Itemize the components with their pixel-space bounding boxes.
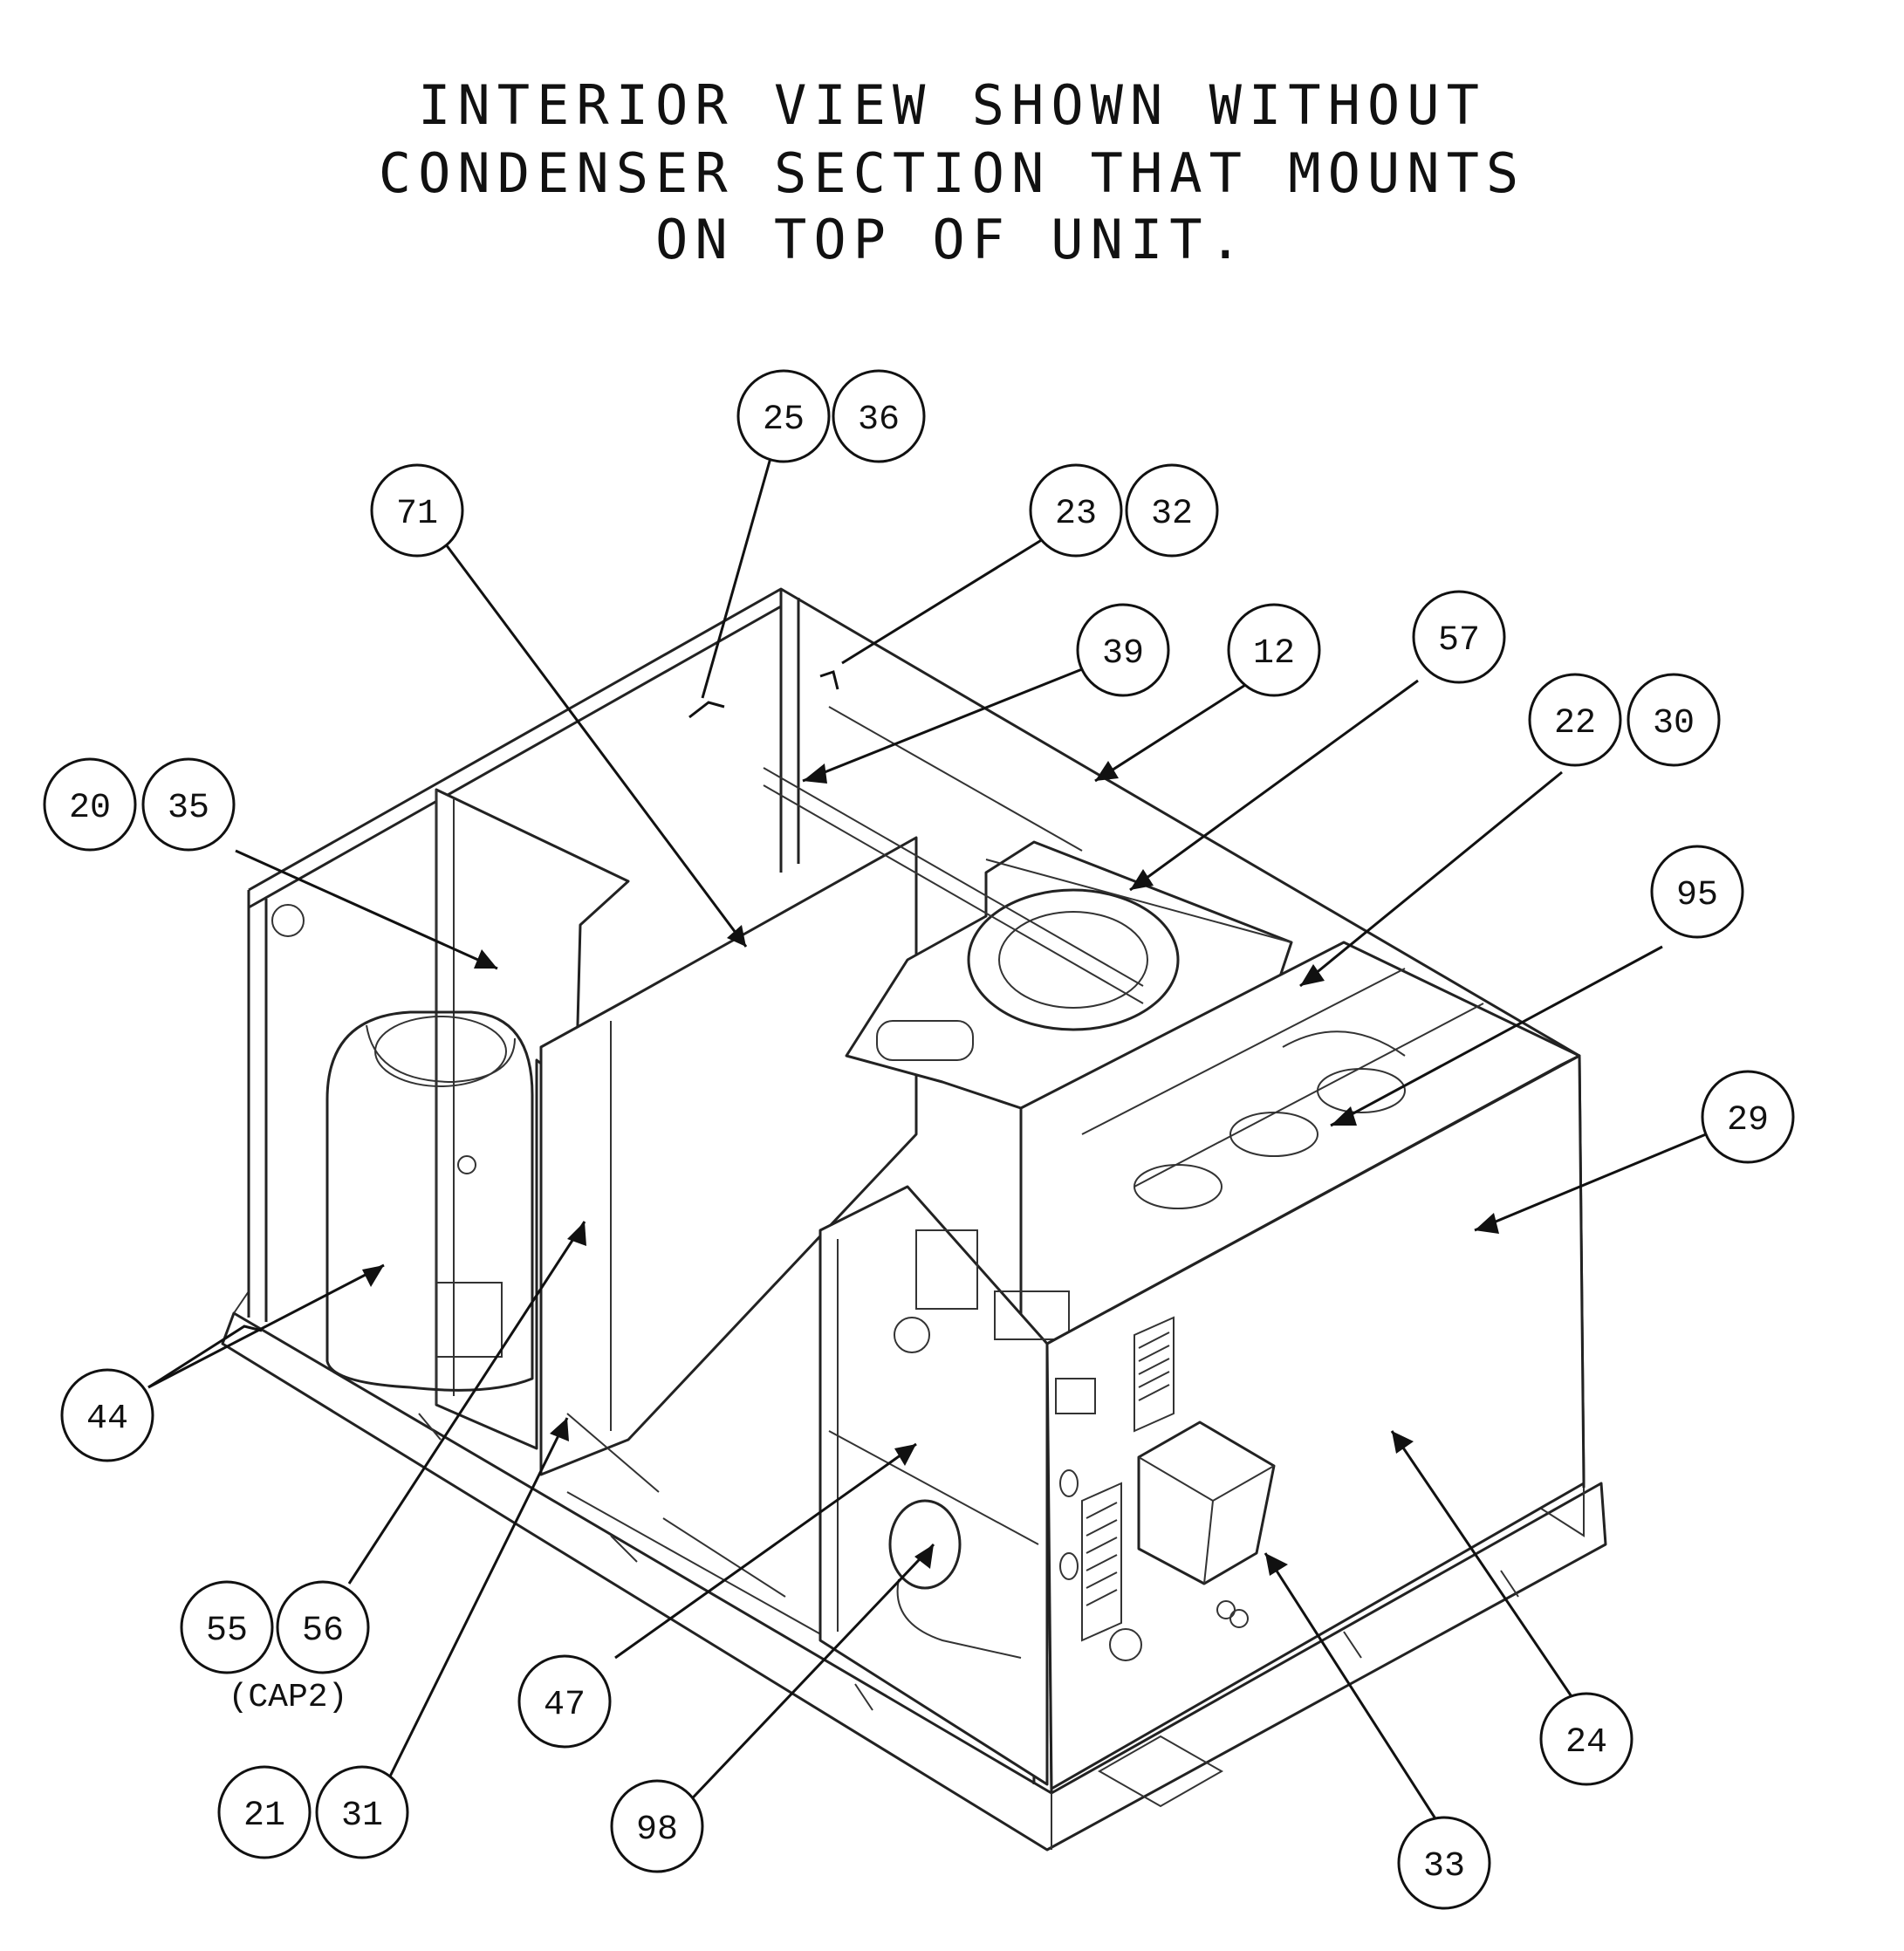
svg-text:20: 20 [69, 789, 111, 828]
svg-text:95: 95 [1676, 876, 1718, 915]
svg-text:24: 24 [1565, 1723, 1607, 1763]
callout-23: 23 [1029, 463, 1123, 558]
svg-text:71: 71 [396, 495, 438, 534]
svg-text:25: 25 [763, 400, 805, 440]
svg-text:44: 44 [86, 1400, 128, 1439]
callout-32: 32 [1125, 463, 1219, 558]
callout-36: 36 [832, 369, 926, 463]
control-compartment [818, 1185, 1070, 1786]
svg-text:30: 30 [1653, 704, 1695, 743]
callout-31: 31 [315, 1765, 409, 1859]
callout-33: 33 [1397, 1816, 1491, 1910]
leader-lines [147, 457, 1707, 1833]
callout-21: 21 [217, 1765, 312, 1859]
callout-22: 22 [1528, 673, 1622, 767]
callout-25: 25 [736, 369, 831, 463]
title-line-3: ON TOP OF UNIT. [655, 208, 1249, 271]
callout-98: 98 [610, 1779, 704, 1873]
callout-56: 56 [276, 1580, 370, 1674]
svg-text:31: 31 [341, 1797, 383, 1836]
callout-47: 47 [517, 1654, 612, 1749]
svg-text:21: 21 [243, 1797, 285, 1836]
callout-20: 20 [43, 757, 137, 852]
callout-39: 39 [1076, 603, 1170, 697]
callout-71: 71 [370, 463, 464, 558]
svg-text:98: 98 [636, 1811, 678, 1850]
svg-text:33: 33 [1423, 1847, 1465, 1886]
svg-text:32: 32 [1151, 495, 1193, 534]
callout-24: 24 [1539, 1692, 1633, 1786]
svg-text:56: 56 [302, 1612, 344, 1651]
callout-95: 95 [1650, 845, 1744, 939]
callout-12: 12 [1227, 603, 1321, 697]
cabinet-base [221, 1290, 1607, 1852]
svg-text:12: 12 [1253, 634, 1295, 674]
callout-30: 30 [1627, 673, 1721, 767]
callout-29: 29 [1701, 1070, 1795, 1164]
svg-text:36: 36 [858, 400, 900, 440]
callout-44: 44 [60, 1368, 154, 1462]
svg-text:55: 55 [206, 1612, 248, 1651]
blower-assembly [763, 767, 1293, 1110]
svg-text:57: 57 [1438, 621, 1480, 661]
center-partition [539, 836, 926, 1694]
cap2-note: (CAP2) [229, 1679, 348, 1716]
svg-text:35: 35 [168, 789, 209, 828]
callout-55: 55 [180, 1580, 274, 1674]
svg-text:39: 39 [1102, 634, 1144, 674]
svg-text:23: 23 [1055, 495, 1097, 534]
svg-text:47: 47 [544, 1686, 586, 1725]
svg-text:22: 22 [1554, 704, 1596, 743]
title-line-1: INTERIOR VIEW SHOWN WITHOUT [418, 73, 1486, 137]
svg-text:29: 29 [1727, 1101, 1769, 1140]
front-right-panel [1045, 1054, 1586, 1790]
title-line-2: CONDENSER SECTION THAT MOUNTS [378, 141, 1526, 205]
arrow-heads [147, 761, 1499, 1576]
callout-57: 57 [1412, 590, 1506, 684]
callout-35: 35 [141, 757, 236, 852]
